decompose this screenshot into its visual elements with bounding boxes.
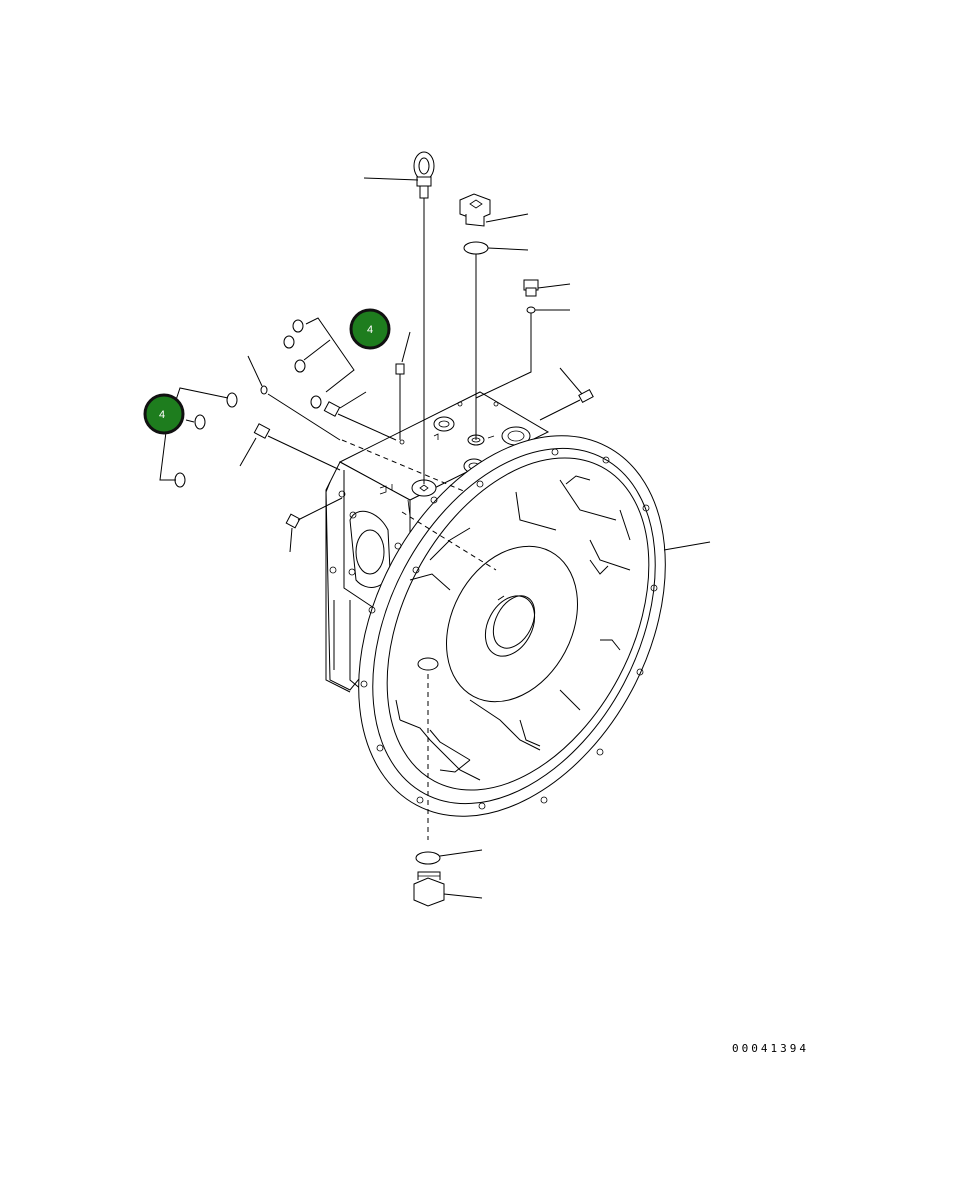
housing-leader-line xyxy=(663,541,711,551)
drawing-number: 00041394 xyxy=(732,1042,809,1055)
callout-upper-label: 4 xyxy=(367,324,373,336)
flange-bolt-holes xyxy=(360,448,658,810)
callout-left-label: 4 xyxy=(159,409,165,421)
small-bolts xyxy=(239,331,594,553)
housing-interior xyxy=(395,475,631,781)
large-plug xyxy=(459,193,529,440)
small-plug xyxy=(475,279,571,399)
o-ring-set-left xyxy=(159,387,238,488)
drain-plug xyxy=(413,849,483,907)
callout-upper[interactable]: 4 xyxy=(349,308,391,350)
eye-bolt xyxy=(363,151,435,484)
assembly-center-lines xyxy=(341,439,497,840)
callout-left[interactable]: 4 xyxy=(143,393,185,435)
o-ring-set-upper xyxy=(247,317,355,441)
center-hub xyxy=(446,545,578,703)
